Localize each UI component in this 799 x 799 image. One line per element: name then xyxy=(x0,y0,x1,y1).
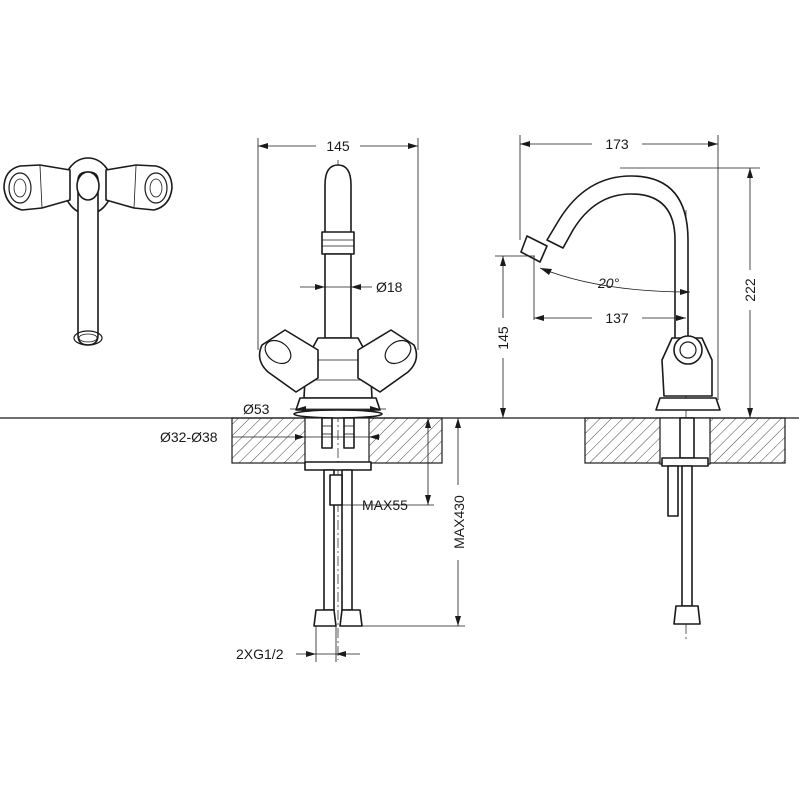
label-max-hose: MAX430 xyxy=(451,495,467,549)
side-hose xyxy=(681,465,693,607)
side-base-flange xyxy=(655,397,721,411)
top-view xyxy=(3,157,173,346)
side-mounting-plate xyxy=(661,457,709,467)
side-hose-nut xyxy=(673,605,701,625)
front-stud-right xyxy=(343,417,355,449)
label-max-counter: MAX55 xyxy=(362,497,408,513)
label-side-width: 173 xyxy=(605,136,629,152)
label-spout-angle: 20° xyxy=(597,275,620,291)
front-hose-nut-left xyxy=(313,609,337,627)
top-view-left-handle xyxy=(3,164,71,211)
side-gooseneck-spout xyxy=(546,175,689,341)
front-stud-left xyxy=(321,417,333,449)
side-stud xyxy=(679,417,695,459)
front-center-rod xyxy=(329,474,343,506)
label-base-diameter: Ø53 xyxy=(243,401,270,417)
front-view xyxy=(258,160,418,660)
countertop xyxy=(0,417,799,465)
label-spout-diameter: Ø18 xyxy=(376,279,403,295)
label-thread: 2XG1/2 xyxy=(236,646,284,662)
front-base-ring xyxy=(293,409,383,419)
label-front-width: 145 xyxy=(326,138,350,154)
side-view xyxy=(520,175,721,640)
side-aerator xyxy=(520,235,548,263)
label-height-spout: 145 xyxy=(495,326,511,350)
front-hose-nut-right xyxy=(339,609,363,627)
side-rod xyxy=(667,465,679,517)
label-hole-diameter: Ø32-Ø38 xyxy=(160,429,218,445)
front-spout-body xyxy=(324,253,352,339)
front-aerator xyxy=(321,231,355,255)
label-spout-reach: 137 xyxy=(605,310,629,326)
side-handle xyxy=(673,335,703,365)
dimension-lines xyxy=(232,135,760,662)
front-base-flange xyxy=(295,397,381,411)
label-height-total: 222 xyxy=(742,278,758,302)
top-view-right-handle xyxy=(105,164,173,211)
front-counter-hole xyxy=(304,417,370,465)
front-hose-right xyxy=(341,469,353,611)
front-mounting-plate xyxy=(304,461,372,471)
front-spout-top xyxy=(324,164,352,236)
